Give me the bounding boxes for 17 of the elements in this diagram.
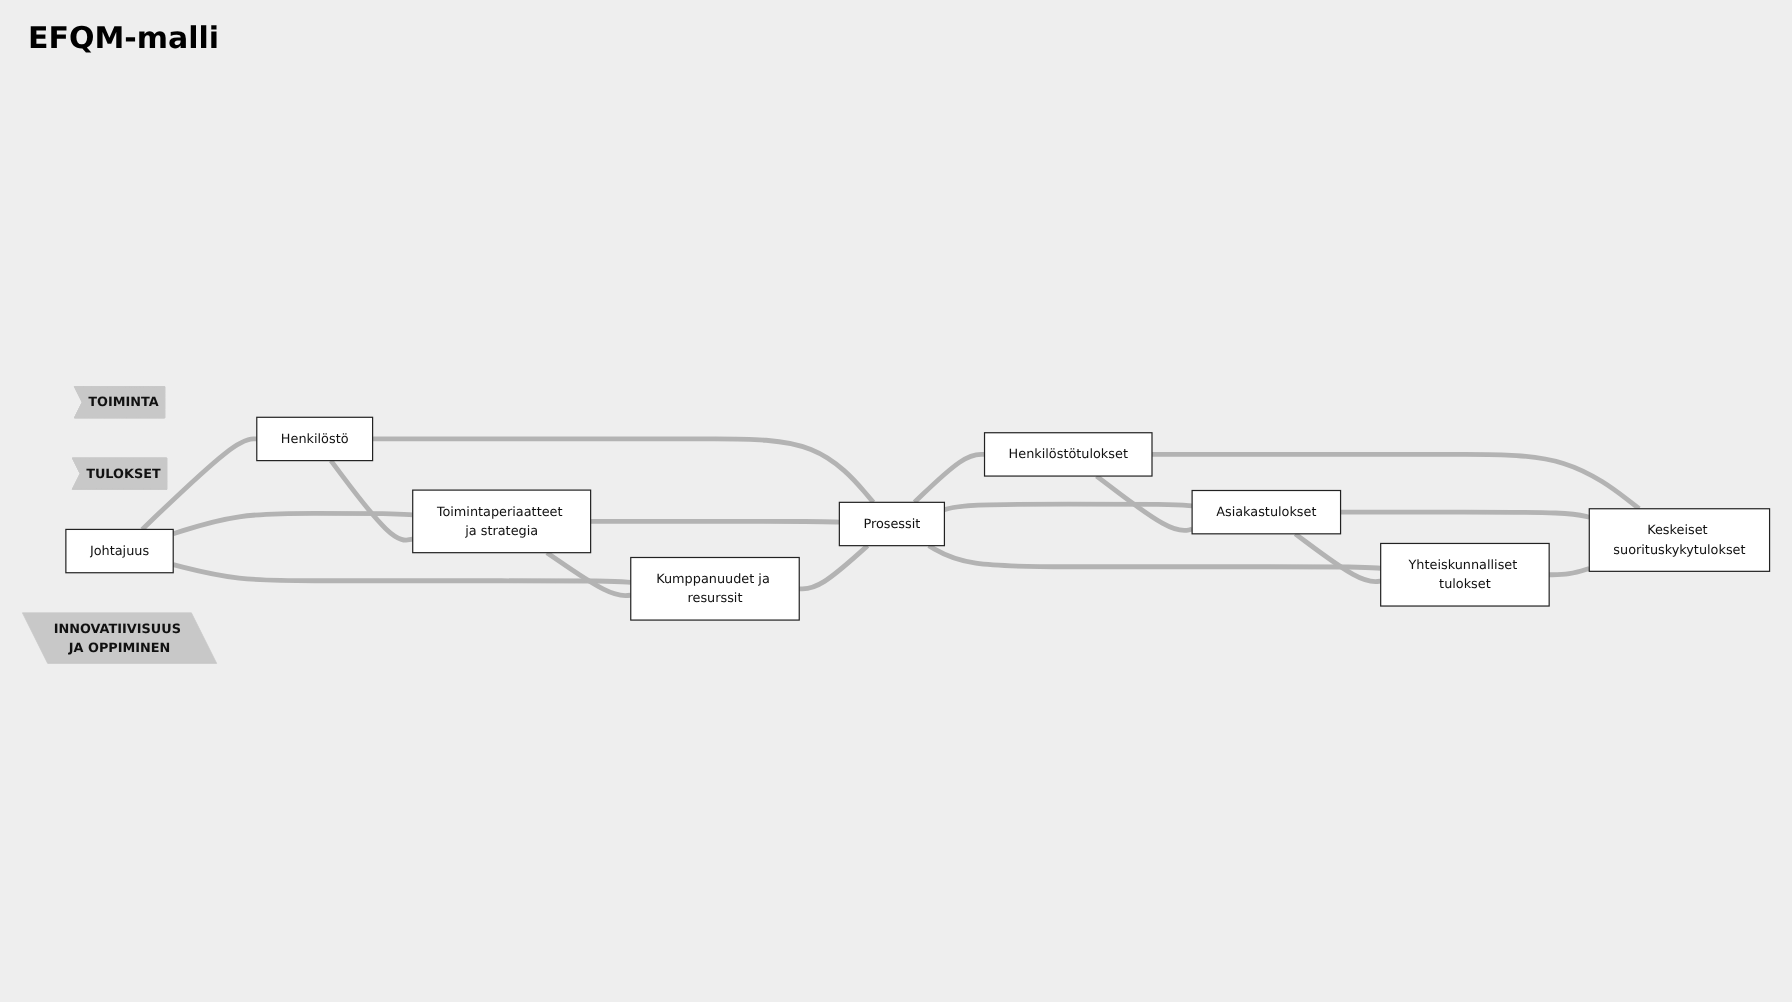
connector <box>172 510 413 537</box>
connector <box>927 543 1381 571</box>
connector <box>912 452 985 505</box>
connector <box>1293 531 1381 584</box>
connector <box>590 519 840 525</box>
connector <box>545 550 631 599</box>
diagram-title: EFQM-malli <box>28 20 220 56</box>
connector <box>140 436 257 532</box>
connector <box>1340 509 1590 520</box>
connector <box>1549 566 1590 578</box>
connector <box>172 562 631 585</box>
connector <box>943 501 1193 512</box>
connector <box>1152 452 1641 511</box>
connector <box>329 459 414 543</box>
connector <box>1095 474 1193 533</box>
connector <box>799 543 870 592</box>
connector <box>372 436 876 504</box>
